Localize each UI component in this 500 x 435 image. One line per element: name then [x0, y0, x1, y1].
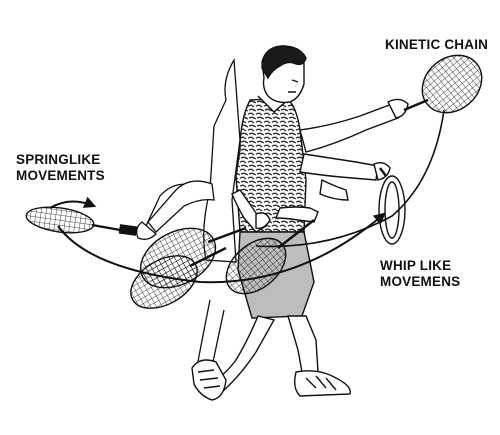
swing-path-lower	[57, 212, 386, 284]
swing-path-upper	[255, 109, 445, 248]
player-body	[212, 95, 319, 394]
player-head	[261, 45, 307, 104]
label-springlike-line1: SPRINGLIKE	[16, 152, 101, 167]
arm-followthrough	[299, 98, 409, 153]
label-whiplike-line1: WHIP LIKE	[380, 258, 452, 273]
racket-low-2-icon	[130, 246, 227, 309]
racket-backswing-icon	[25, 206, 138, 236]
racket-followthrough-icon	[403, 54, 483, 114]
spring-arrow	[49, 196, 97, 209]
arm-contact	[299, 153, 391, 201]
ghost-arm-backswing	[136, 180, 215, 240]
label-springlike-line2: MOVEMENTS	[16, 168, 105, 183]
label-springlike-movements: SPRINGLIKE MOVEMENTS	[16, 152, 105, 184]
racket-contact-icon	[378, 167, 406, 245]
label-whip-like-movements: WHIP LIKE MOVEMENS	[380, 258, 460, 290]
arms-low	[231, 189, 319, 233]
label-kinetic-chain: KINETIC CHAIN	[385, 37, 489, 52]
shoes	[191, 359, 351, 401]
label-whiplike-line2: MOVEMENS	[380, 274, 461, 289]
